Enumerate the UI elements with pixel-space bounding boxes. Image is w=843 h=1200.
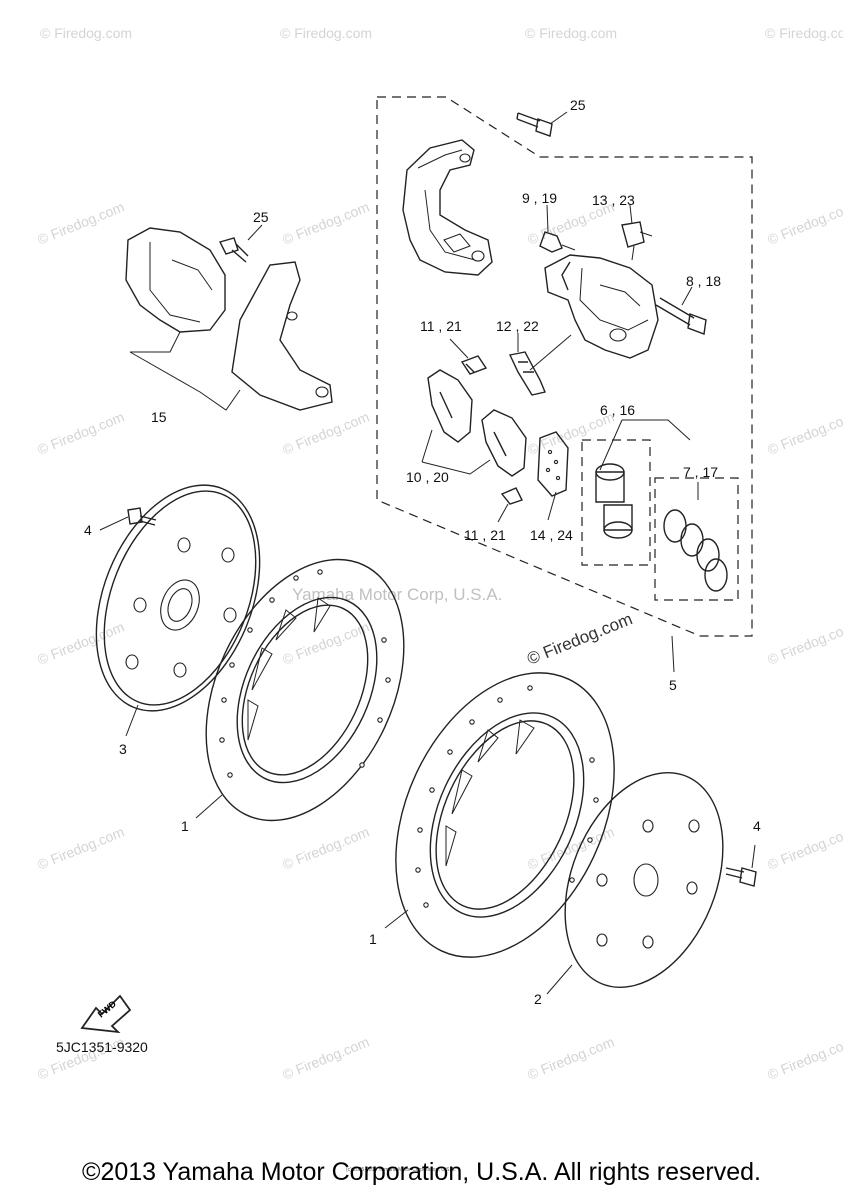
watermark: © Firedog.com (765, 408, 843, 457)
callout-6-16: 6 , 16 (600, 402, 635, 418)
watermark: © Firedog.com (525, 25, 617, 41)
bolt-part-25 (218, 237, 249, 263)
slide-bolt-part (655, 297, 707, 335)
forward-arrow-icon: FWD (80, 994, 132, 1034)
piston-seal-part (663, 509, 728, 592)
callout-2: 2 (534, 991, 542, 1007)
watermark: © Firedog.com (40, 25, 132, 41)
piston-part (595, 463, 633, 539)
callout-10-20: 10 , 20 (406, 469, 449, 485)
callout-25-top: 25 (570, 97, 586, 113)
brake-pad-part (481, 409, 527, 477)
watermark: © Firedog.com (765, 25, 843, 41)
watermark: © Firedog.com (280, 618, 371, 667)
pad-clip-part (460, 355, 488, 375)
callout-8-18: 8 , 18 (686, 273, 721, 289)
watermark-firedog-dark: © Firedog.com (524, 609, 635, 668)
piston-group-boundary (581, 439, 651, 566)
caliper-assembly-part (125, 227, 333, 411)
callout-11-21-bottom: 11 , 21 (464, 527, 506, 543)
small-copyright: (c) 2005-2015 Yamaha Motor Corporation, … (346, 1167, 456, 1173)
callout-7-17: 7 , 17 (683, 464, 718, 480)
watermark: © Firedog.com (765, 198, 843, 247)
pad-shim-part (537, 431, 569, 497)
watermark: © Firedog.com (35, 198, 126, 247)
callouts: 25 25 9 , 19 13 , 23 8 , 18 11 , 21 12 ,… (84, 97, 761, 1007)
watermark: © Firedog.com (525, 1033, 616, 1082)
watermark: © Firedog.com (765, 823, 843, 872)
leader-lines (99, 111, 756, 995)
caliper-bracket-part (402, 139, 493, 276)
watermark: © Firedog.com (280, 823, 371, 872)
watermark: © Firedog.com (35, 618, 126, 667)
callout-1-lower: 1 (369, 931, 377, 947)
watermark: © Firedog.com (280, 25, 372, 41)
copyright-footer: ©2013 Yamaha Motor Corporation, U.S.A. A… (82, 1158, 761, 1186)
callout-14-24: 14 , 24 (530, 527, 573, 543)
callout-11-21-top: 11 , 21 (420, 318, 462, 334)
callout-9-19: 9 , 19 (522, 190, 557, 206)
callout-15: 15 (151, 409, 167, 425)
callout-3: 3 (119, 741, 127, 757)
bolt-part-25 (516, 112, 553, 137)
watermark: © Firedog.com (280, 198, 371, 247)
brake-pad-part (427, 369, 473, 443)
watermark-layer: © Firedog.com © Firedog.com © Firedog.co… (35, 25, 843, 1083)
bleed-screw-part (539, 231, 576, 253)
watermark: © Firedog.com (765, 618, 843, 667)
pad-clip-part (500, 487, 523, 505)
hub-bolt-part (127, 507, 157, 526)
diagram-code: 5JC1351-9320 (56, 1039, 148, 1055)
pad-spring-part (508, 351, 546, 396)
watermark: © Firedog.com (280, 1033, 371, 1082)
plate-bolt-part (725, 867, 757, 887)
watermark: © Firedog.com (280, 408, 371, 457)
callout-25-left: 25 (253, 209, 269, 225)
callout-4-lower: 4 (753, 818, 761, 834)
callout-5: 5 (669, 677, 677, 693)
brake-disc-part (395, 672, 615, 958)
bleed-cap-part (621, 221, 653, 261)
disc-plate-part (564, 772, 724, 988)
callout-13-23: 13 , 23 (592, 192, 635, 208)
callout-1-upper: 1 (181, 818, 189, 834)
watermark: © Firedog.com (525, 823, 616, 872)
caliper-assembly-boundary (376, 96, 753, 637)
callout-12-22: 12 , 22 (496, 318, 539, 334)
watermark: © Firedog.com (765, 1033, 843, 1082)
watermark: © Firedog.com (35, 823, 126, 872)
brake-disc-part (205, 558, 405, 822)
brake-hub-part (95, 484, 261, 712)
caliper-body-part (544, 254, 659, 359)
watermark: © Firedog.com (35, 408, 126, 457)
callout-4-upper: 4 (84, 522, 92, 538)
